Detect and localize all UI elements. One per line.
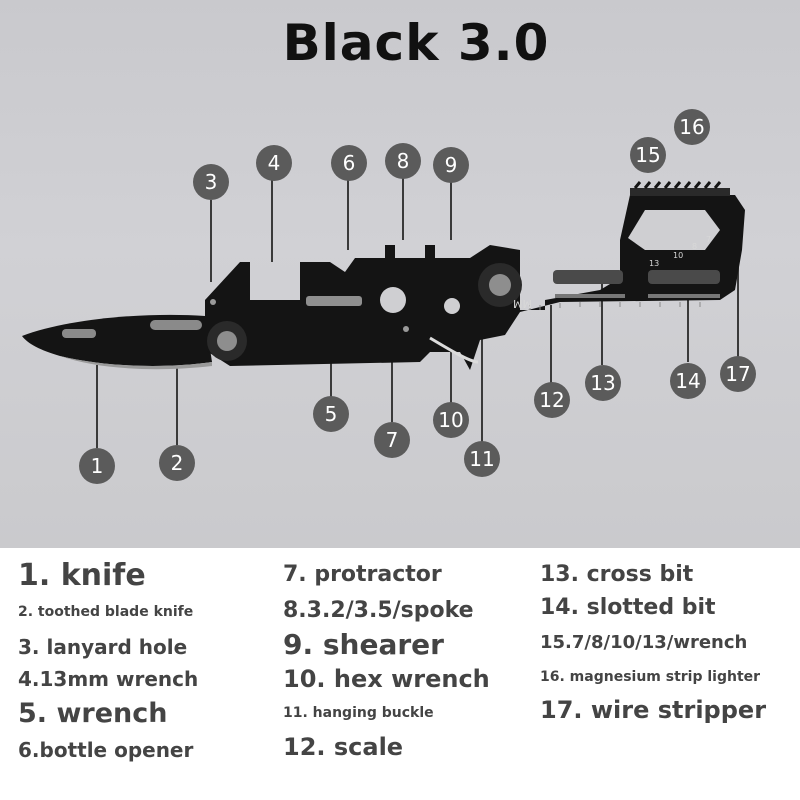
callout-5: 5 [313,396,349,432]
legend-item-1: 1. knife [18,558,146,593]
legend-item-9: 9. shearer [283,628,444,661]
legend-item-8: 8.3.2/3.5/spoke [283,598,474,623]
legend-item-14: 14. slotted bit [540,595,716,620]
legend-item-7: 7. protractor [283,562,442,587]
page-title: Black 3.0 [282,14,550,72]
callout-1: 1 [79,448,115,484]
legend-item-3: 3. lanyard hole [18,635,188,659]
legend-item-17: 17. wire stripper [540,696,767,724]
callout-12: 12 [534,382,570,418]
callout-15: 15 [630,137,666,173]
callout-14: 14 [670,363,706,399]
callout-16: 16 [674,109,710,145]
legend-item-5: 5. wrench [18,698,168,729]
callout-10: 10 [433,402,469,438]
callout-13: 13 [585,365,621,401]
legend-item-15: 15.7/8/10/13/wrench [540,632,748,653]
callout-11: 11 [464,441,500,477]
product-photo: MM 13 10 8 7 Black 3.0 1 2 3 4 5 6 7 8 9… [0,0,800,548]
legend-item-11: 11. hanging buckle [283,705,434,721]
legend-item-13: 13. cross bit [540,562,694,587]
legend-item-6: 6.bottle opener [18,738,194,762]
callout-7: 7 [374,422,410,458]
wrench-size-10: 10 [673,251,683,260]
callout-2: 2 [159,445,195,481]
wrench-size-8: 8 [692,242,697,251]
legend-item-16: 16. magnesium strip lighter [540,669,761,685]
legend-item-4: 4.13mm wrench [18,667,199,691]
legend-item-10: 10. hex wrench [283,665,490,693]
callout-17: 17 [720,356,756,392]
mm-engraving: MM [513,297,532,310]
feature-legend: 1. knife 2. toothed blade knife 3. lanya… [0,548,800,800]
callout-6: 6 [331,145,367,181]
wrench-size-7: 7 [706,235,711,244]
callout-3: 3 [193,164,229,200]
multitool-illustration: MM 13 10 8 7 [22,175,745,448]
callout-9: 9 [433,147,469,183]
wrench-size-13: 13 [649,259,659,268]
callout-8: 8 [385,143,421,179]
legend-item-12: 12. scale [283,733,404,761]
callout-4: 4 [256,145,292,181]
legend-item-2: 2. toothed blade knife [18,604,194,620]
